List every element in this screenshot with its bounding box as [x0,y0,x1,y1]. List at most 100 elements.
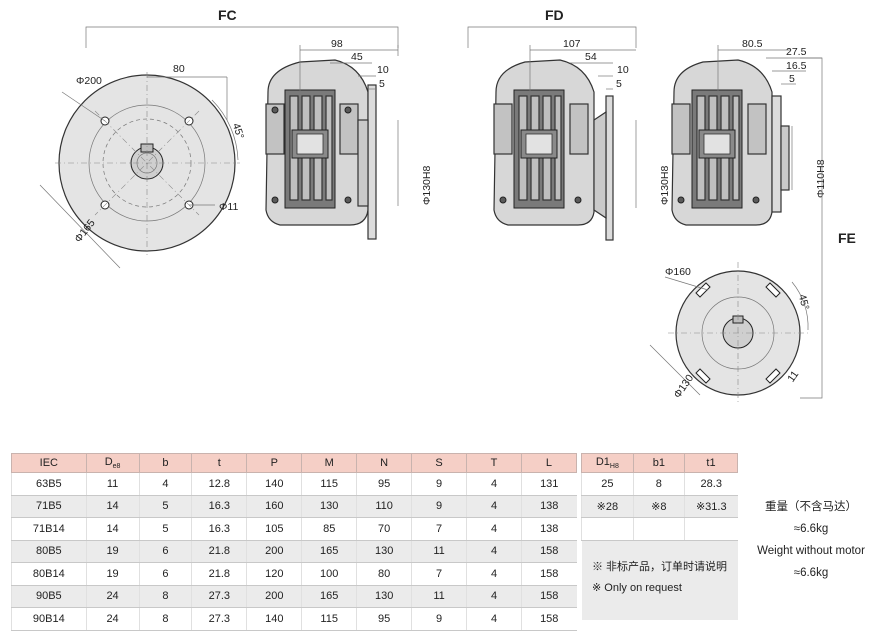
col-l: L [520,453,578,473]
col-s: S [411,453,468,473]
table-cell: 14 [85,517,139,541]
bore-cell: ※8 [632,495,685,518]
fc-dim-pilot: Φ130H8 [421,166,433,205]
weight-value-en: ≈6.6kg [793,567,829,579]
table-cell: 11 [85,472,139,496]
bore-cell-empty [632,517,685,541]
table-cell: 9 [411,472,467,496]
table-cell: 8 [138,585,192,608]
col-n: N [356,453,413,473]
table-cell: 21.8 [191,562,247,586]
table-cell: 130 [301,495,357,518]
fe-gearbox-side [671,59,790,226]
fc-dim-45: 45 [351,51,363,63]
table-cell: 4 [466,562,522,586]
table-cell: 70 [356,517,412,541]
table-cell: 71B14 [11,517,87,541]
table-cell: 80B5 [11,540,87,563]
table-cell: 115 [301,472,357,496]
fc-flange-front [55,72,240,255]
fc-dim-phi11: Φ11 [219,201,238,213]
table-cell: 90B5 [11,585,87,608]
technical-drawing: FC 80 Φ200 45° Φ165 Φ11 [39,7,856,404]
fc-gearbox-side [265,59,377,240]
fe-dim-16-5: 16.5 [786,60,807,72]
bore-spacer-row [581,517,738,541]
table-cell: 14 [85,495,139,518]
table-cell: 80 [356,562,412,586]
weight-info: 重量（不含马达） ≈6.6kg Weight without motor ≈6.… [746,496,876,584]
bore-header-row: D1H8 b1 t1 [581,453,738,473]
fd-dim-pilot: Φ130H8 [659,166,671,205]
fe-flange-front [668,262,808,404]
table-cell: 16.3 [191,517,247,541]
bore-cell-empty [581,517,634,541]
table-cell: 158 [520,562,577,586]
table-cell: 7 [411,517,467,541]
table-cell: 138 [520,517,577,541]
view-fc-label: FC [218,7,237,23]
table-cell: 120 [246,562,302,586]
fc-dim-98: 98 [331,38,343,50]
bore-cell-empty [684,517,738,541]
table-cell: 11 [411,540,467,563]
table-cell: 11 [411,585,467,608]
table-cell: 7 [411,562,467,586]
table-cell: 71B5 [11,495,87,518]
fe-dim-27-5: 27.5 [786,46,807,58]
table-cell: 4 [466,472,522,496]
table-cell: 95 [356,607,412,631]
table-cell: 6 [138,540,192,563]
bore-cell: 28.3 [684,472,738,496]
table-cell: 165 [301,540,357,563]
bore-cell: 8 [632,472,685,496]
table-cell: 27.3 [191,585,247,608]
table-cell: 24 [85,585,139,608]
bore-cell: 25 [581,472,634,496]
table-cell: 24 [85,607,139,631]
table-cell: 27.3 [191,607,247,631]
table-cell: 110 [356,495,412,518]
fe-dim-phi130: Φ130 [671,372,696,400]
fe-dim-phi160: Φ160 [665,266,691,278]
table-cell: 100 [301,562,357,586]
fd-dim-5: 5 [616,78,622,90]
table-cell: 140 [246,607,302,631]
table-cell: 80B14 [11,562,87,586]
table-cell: 19 [85,562,139,586]
fc-dim-phi200: Φ200 [76,75,102,87]
table-cell: 9 [411,495,467,518]
bore-row: ※28※8※31.3 [581,495,738,518]
table-cell: 165 [301,585,357,608]
table-cell: 158 [520,540,577,563]
bore-cell: ※28 [581,495,634,518]
col-iec: IEC [11,453,87,473]
bore-cell: ※31.3 [684,495,738,518]
table-cell: 90B14 [11,607,87,631]
table-cell: 63B5 [11,472,87,496]
col-b1: b1 [632,453,686,473]
table-cell: 5 [138,495,192,518]
table-cell: 200 [246,585,302,608]
fe-dim-80-5: 80.5 [742,38,763,50]
table-cell: 140 [246,472,302,496]
fd-dim-54: 54 [585,51,597,63]
table-cell: 95 [356,472,412,496]
table-cell: 8 [138,607,192,631]
table-cell: 4 [466,540,522,563]
table-cell: 19 [85,540,139,563]
weight-value-cn: ≈6.6kg [793,523,829,535]
table-header-row: IEC De8 b t P M N S T L [11,453,578,473]
table-cell: 4 [138,472,192,496]
table-cell: 130 [356,585,412,608]
table-cell: 115 [301,607,357,631]
table-cell: 4 [466,517,522,541]
